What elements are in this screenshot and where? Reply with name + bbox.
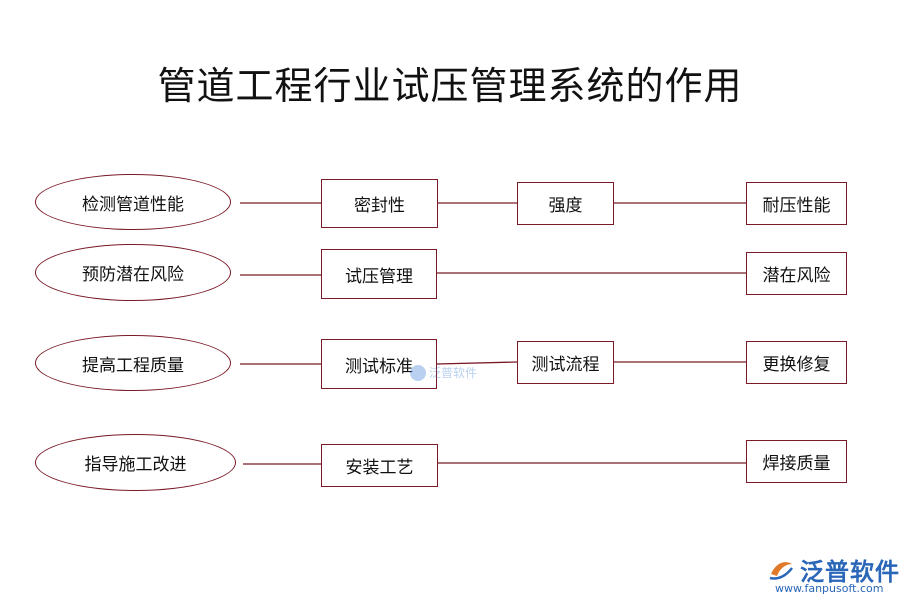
box-welding-quality: 焊接质量 [746, 440, 847, 483]
ellipse-improve-quality: 提高工程质量 [35, 335, 231, 391]
brand-logo: 泛普软件 [768, 552, 900, 587]
brand-url: www.fanpusoft.com [775, 582, 884, 595]
box-label: 更换修复 [762, 355, 831, 375]
box-label: 耐压性能 [762, 196, 831, 216]
diagram-title: 管道工程行业试压管理系统的作用 [157, 64, 743, 108]
ellipse-detect-performance: 检测管道性能 [35, 174, 231, 230]
box-pressure-resistance: 耐压性能 [746, 182, 847, 225]
box-label: 焊接质量 [762, 454, 831, 474]
watermark-logo-icon [410, 364, 426, 381]
box-label: 潜在风险 [762, 266, 831, 286]
box-sealing: 密封性 [321, 179, 438, 228]
box-installation-process: 安装工艺 [321, 444, 438, 487]
ellipse-label: 检测管道性能 [82, 194, 184, 215]
box-label: 安装工艺 [345, 458, 414, 478]
box-pressure-test-management: 试压管理 [321, 249, 437, 299]
ellipse-prevent-risk: 预防潜在风险 [35, 244, 231, 301]
box-label: 测试流程 [531, 355, 600, 375]
ellipse-label: 指导施工改进 [84, 455, 187, 475]
brand-name: 泛普软件 [800, 558, 900, 586]
box-label: 试压管理 [345, 266, 413, 287]
box-potential-risk: 潜在风险 [746, 252, 847, 295]
box-label: 强度 [548, 196, 583, 216]
box-replace-repair: 更换修复 [746, 341, 847, 384]
box-strength: 强度 [517, 182, 614, 225]
watermark: 泛普软件 [410, 364, 477, 381]
watermark-text: 泛普软件 [429, 366, 478, 380]
box-test-process: 测试流程 [517, 341, 614, 384]
ellipse-label: 提高工程质量 [82, 355, 184, 376]
connector-line [436, 361, 518, 365]
box-label: 测试标准 [345, 356, 413, 377]
brand-logo-icon [769, 561, 793, 580]
box-test-standard: 测试标准 [321, 339, 437, 389]
ellipse-guide-construction: 指导施工改进 [35, 434, 236, 491]
box-label: 密封性 [354, 196, 405, 216]
ellipse-label: 预防潜在风险 [82, 265, 184, 285]
